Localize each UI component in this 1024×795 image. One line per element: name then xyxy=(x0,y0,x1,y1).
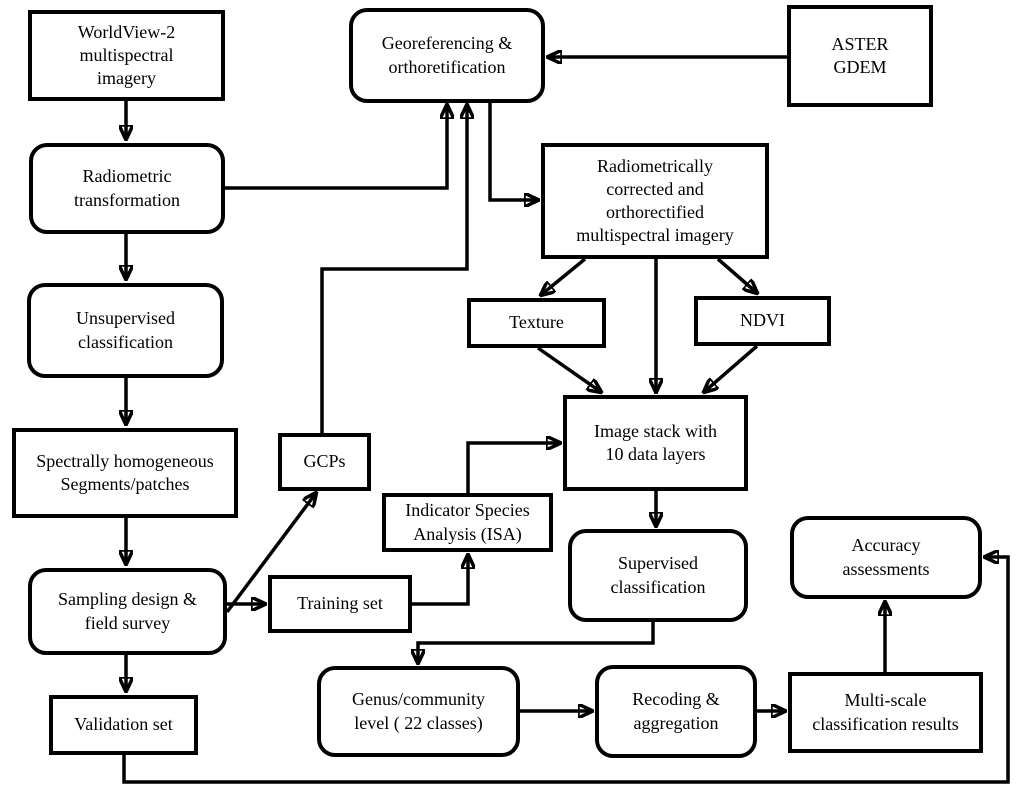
node-ndvi: NDVI xyxy=(694,296,831,346)
node-accuracy-assessments: Accuracy assessments xyxy=(790,516,982,599)
node-multiscale-results: Multi-scale classification results xyxy=(788,672,983,753)
node-ndvi-label: NDVI xyxy=(740,310,785,331)
edge-validation-accuracy xyxy=(122,557,1010,784)
node-accuracy-assessments-label: Accuracy assessments xyxy=(842,535,930,579)
node-training-set: Training set xyxy=(268,575,412,633)
node-worldview-imagery: WorldView-2 multispectral imagery xyxy=(28,10,225,101)
node-gcps: GCPs xyxy=(278,433,371,491)
node-validation-set: Validation set xyxy=(49,695,198,755)
node-texture: Texture xyxy=(467,298,606,348)
node-indicator-species-analysis: Indicator Species Analysis (ISA) xyxy=(382,493,553,552)
node-training-set-label: Training set xyxy=(297,593,383,614)
node-multiscale-results-label: Multi-scale classification results xyxy=(812,690,959,734)
node-gcps-label: GCPs xyxy=(303,451,346,472)
node-image-stack: Image stack with 10 data layers xyxy=(563,395,748,491)
edge-supervised-genus xyxy=(418,622,655,663)
node-genus-community-level: Genus/community level ( 22 classes) xyxy=(317,666,520,757)
edge-trainingset-isa xyxy=(412,555,468,606)
edge-georeferencing-radcorr xyxy=(488,102,538,200)
node-genus-community-level-label: Genus/community level ( 22 classes) xyxy=(352,689,485,733)
node-georeferencing-label: Georeferencing & orthoretification xyxy=(381,33,513,77)
node-aster-gdem: ASTER GDEM xyxy=(787,5,933,107)
node-georeferencing: Georeferencing & orthoretification xyxy=(349,8,545,103)
edge-texture-imagestack xyxy=(536,346,601,392)
edge-radcorr-ndvi xyxy=(716,257,757,293)
node-sampling-design-label: Sampling design & field survey xyxy=(58,589,197,633)
node-supervised-classification: Supervised classification xyxy=(568,529,748,622)
node-radiometrically-corrected-label: Radiometrically corrected and orthorecti… xyxy=(576,155,734,246)
node-unsupervised-classification: Unsupervised classification xyxy=(27,283,224,378)
edge-radcorr-texture xyxy=(541,257,587,295)
edge-gcps-georeferencing xyxy=(320,105,467,433)
node-supervised-classification-label: Supervised classification xyxy=(610,553,706,597)
edge-isa-imagestack xyxy=(466,443,560,493)
node-radiometrically-corrected: Radiometrically corrected and orthorecti… xyxy=(541,143,769,259)
node-radiometric-transformation: Radiometric transformation xyxy=(29,143,225,234)
node-indicator-species-analysis-label: Indicator Species Analysis (ISA) xyxy=(405,500,530,544)
node-aster-gdem-label: ASTER GDEM xyxy=(831,33,889,77)
node-radiometric-transformation-label: Radiometric transformation xyxy=(74,166,180,210)
node-worldview-imagery-label: WorldView-2 multispectral imagery xyxy=(77,21,176,89)
node-image-stack-label: Image stack with 10 data layers xyxy=(594,420,717,464)
node-sampling-design: Sampling design & field survey xyxy=(28,568,227,655)
edge-radiometric-georeferencing xyxy=(225,105,447,190)
node-unsupervised-classification-label: Unsupervised classification xyxy=(76,308,175,352)
edge-ndvi-imagestack xyxy=(704,344,759,392)
node-spectrally-homogeneous-label: Spectrally homogeneous Segments/patches xyxy=(36,450,214,494)
node-recoding-aggregation-label: Recoding & aggregation xyxy=(632,689,720,733)
edge-sampling-gcps xyxy=(225,493,316,614)
node-texture-label: Texture xyxy=(509,312,564,333)
node-validation-set-label: Validation set xyxy=(74,714,173,735)
node-recoding-aggregation: Recoding & aggregation xyxy=(595,665,757,758)
node-spectrally-homogeneous: Spectrally homogeneous Segments/patches xyxy=(12,428,238,518)
